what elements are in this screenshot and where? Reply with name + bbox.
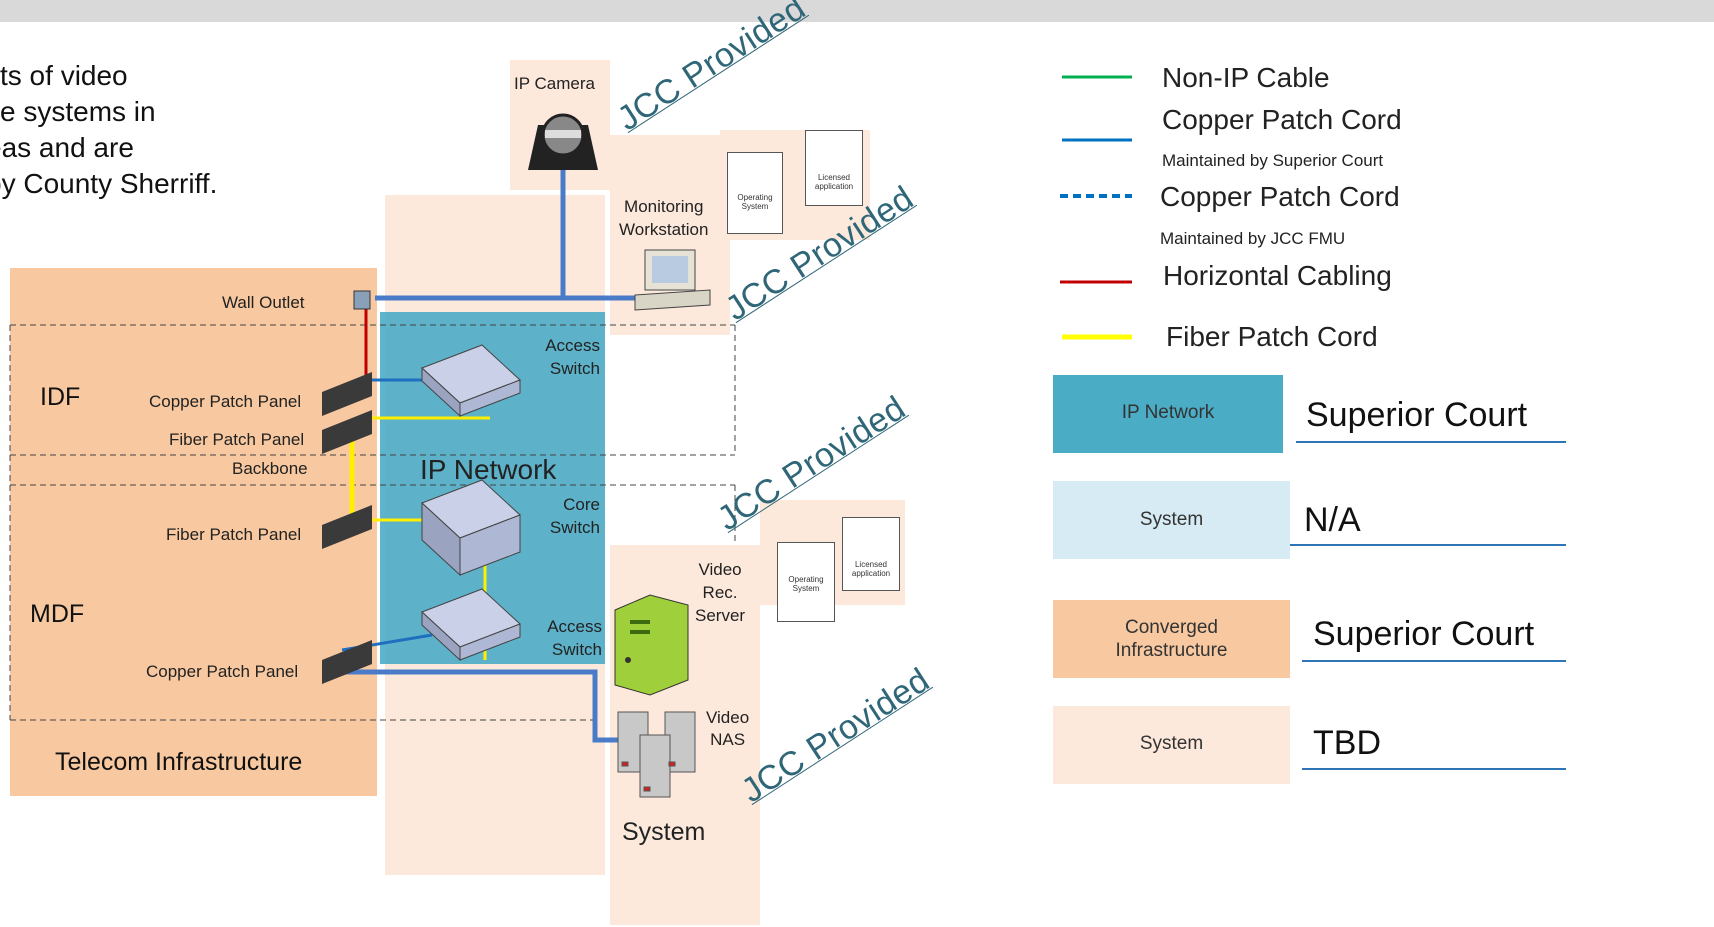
licensed-application-doc-2: Licensed application: [842, 517, 900, 591]
fiber-patch-panel-mdf-label: Fiber Patch Panel: [166, 525, 302, 544]
backbone-label: Backbone: [232, 459, 308, 478]
nas-icon: [617, 711, 696, 798]
legend-box-system-na: [1053, 481, 1290, 559]
ip-camera-label: IP Camera: [514, 74, 595, 93]
legend-box-value: Superior Court: [1306, 396, 1528, 434]
video-rec-server-label: Video Rec. Server: [695, 560, 746, 625]
intro-line: eas and are: [0, 132, 134, 163]
doc-label: Operating System: [737, 193, 773, 211]
diagram-lines: [9, 113, 736, 798]
intro-line: sts of video: [0, 60, 128, 91]
legend: Non-IP Cable Copper Patch Cord Maintaine…: [1040, 40, 1714, 840]
legend-box-system-tbd: [1053, 706, 1290, 784]
monitoring-workstation-label: Monitoring Workstation: [619, 197, 709, 239]
patch-panel-icons: [322, 372, 372, 684]
system-label: System: [622, 818, 706, 846]
operating-system-doc-2: Operating System: [777, 542, 835, 622]
legend-underline: [1302, 660, 1566, 662]
legend-box-label: System: [1139, 733, 1204, 754]
server-icon: [614, 594, 689, 696]
legend-underline: [1302, 768, 1566, 770]
idf-label: IDF: [40, 383, 81, 411]
legend-label: Fiber Patch Cord: [1166, 321, 1378, 352]
telecom-infrastructure-label: Telecom Infrastructure: [55, 748, 303, 776]
legend-note: Maintained by Superior Court: [1162, 151, 1384, 170]
doc-label: Operating System: [788, 575, 824, 593]
operating-system-doc: Operating System: [727, 152, 783, 234]
legend-box-ip-network: [1053, 375, 1283, 453]
legend-box-label: Converged Infrastructure: [1115, 617, 1228, 661]
access-switch-bottom-label: Access Switch: [547, 617, 602, 659]
thick-patch-cords: [340, 160, 640, 743]
section-dashes: [9, 324, 736, 721]
core-switch-label: Core Switch: [549, 495, 600, 537]
licensed-application-doc: Licensed application: [805, 130, 863, 206]
top-bar: [0, 0, 1714, 22]
legend-line-samples: [1060, 75, 1132, 340]
legend-underline: [1290, 544, 1566, 546]
mdf-label: MDF: [30, 600, 85, 628]
legend-box-converged: [1053, 600, 1290, 678]
doc-label: Licensed application: [851, 560, 891, 578]
intro-text: sts of video ce systems in eas and are b…: [0, 58, 300, 202]
legend-label: Horizontal Cabling: [1163, 260, 1392, 291]
legend-box-label: IP Network: [1121, 402, 1215, 423]
intro-line: by County Sherriff.: [0, 168, 218, 199]
legend-label: Non-IP Cable: [1162, 62, 1330, 93]
network-diagram: Operating System Licensed application Op…: [9, 0, 936, 925]
video-nas-label: Video NAS: [706, 708, 750, 749]
wall-outlet-label: Wall Outlet: [222, 293, 305, 312]
legend-underline: [1296, 441, 1566, 443]
workstation-icon: [634, 249, 711, 311]
wall-outlet-icon: [353, 290, 371, 310]
legend-note: Maintained by JCC FMU: [1160, 229, 1346, 248]
copper-patch-panel-mdf-label: Copper Patch Panel: [146, 662, 299, 681]
camera-icon: [528, 113, 598, 170]
legend-box-value: N/A: [1304, 501, 1361, 539]
ip-network-label: IP Network: [420, 454, 557, 485]
legend-box-value: TBD: [1313, 724, 1381, 762]
legend-label: Copper Patch Cord: [1160, 181, 1400, 212]
switch-icons: [421, 344, 521, 662]
legend-label: Copper Patch Cord: [1162, 104, 1402, 135]
doc-label: Licensed application: [814, 173, 854, 191]
access-switch-top-label: Access Switch: [545, 336, 600, 378]
legend-box-value: Superior Court: [1313, 615, 1535, 653]
fiber-patch-panel-idf-label: Fiber Patch Panel: [169, 430, 305, 449]
copper-patch-panel-idf-label: Copper Patch Panel: [149, 392, 302, 411]
intro-line: ce systems in: [0, 96, 156, 127]
telecom-infrastructure-region: [10, 268, 377, 796]
legend-box-label: System: [1139, 509, 1204, 530]
